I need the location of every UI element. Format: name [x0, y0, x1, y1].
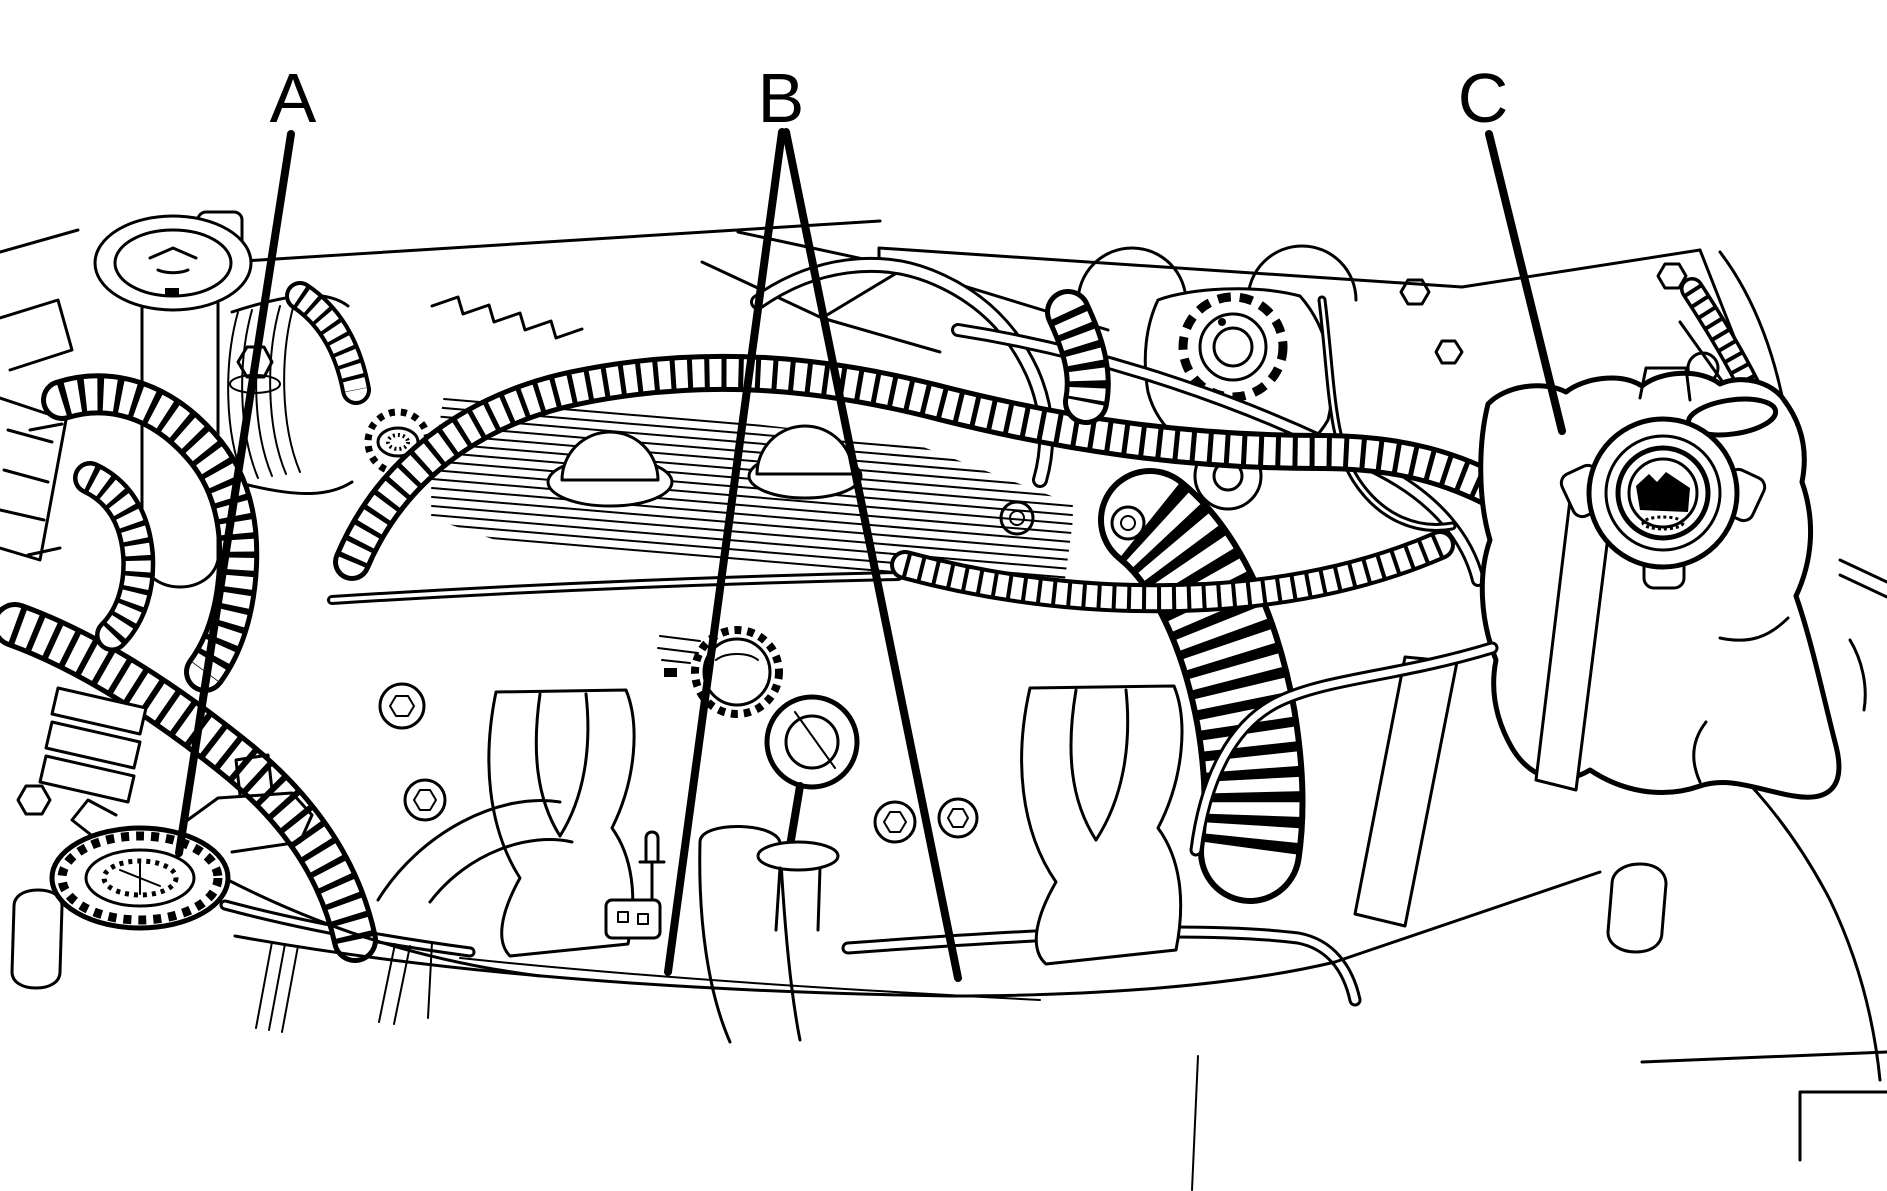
mount-screws — [378, 682, 979, 844]
engine-mount-bracket-left — [487, 688, 636, 958]
cap-to-frame-line — [226, 878, 542, 978]
bracket-screws — [999, 500, 1146, 541]
conduit-elbow-boot — [1045, 289, 1111, 425]
top-hex-bolts — [1399, 278, 1464, 365]
bumper-cylinders — [10, 862, 1668, 990]
washer-symbol-icon — [148, 246, 198, 275]
callout-b: B — [664, 59, 962, 982]
conduit-stub — [285, 281, 371, 405]
leader-line — [1485, 130, 1566, 435]
coolant-reservoir-cap — [1559, 366, 1767, 590]
wiring-conduit-main — [333, 353, 1527, 581]
corrugated-strip-right — [1680, 277, 1762, 400]
air-intake-duct — [1098, 468, 1306, 904]
spark-plug-towers — [546, 424, 863, 508]
cover-tabs — [430, 295, 584, 340]
leader-line — [175, 130, 295, 857]
left-relay-bracket — [0, 396, 68, 562]
connector-box — [604, 830, 666, 940]
leader-line — [664, 128, 786, 976]
reservoir-hose — [1189, 641, 1499, 857]
radiator-cap — [49, 825, 231, 931]
oil-fill-cap — [657, 626, 783, 718]
hex-bolt-icon — [1656, 262, 1688, 290]
hex-nut-icon — [16, 784, 52, 816]
callout-a: A — [175, 59, 317, 857]
push-pin-icon — [638, 830, 666, 900]
callout-a-label: A — [270, 59, 317, 137]
engine-mount-bracket-right — [1020, 684, 1184, 966]
coolant-symbol-icon — [1636, 472, 1690, 512]
support-posts — [255, 941, 1199, 1191]
brake-fluid-cap — [1198, 312, 1268, 382]
callout-c: C — [1458, 59, 1566, 435]
fuel-rail-pipes — [327, 571, 903, 605]
dipstick-handle — [756, 694, 860, 932]
connector-stack — [38, 686, 148, 804]
left-harness-conduits — [0, 373, 378, 963]
callout-b-label: B — [758, 59, 805, 137]
front-frame-rail — [233, 870, 1887, 1162]
radiator-cap-bracket — [16, 753, 314, 854]
washer-reservoir-cap — [93, 214, 253, 312]
leader-line — [782, 128, 962, 982]
callout-c-label: C — [1458, 59, 1509, 137]
wiring-conduit-lower — [890, 530, 1455, 614]
intake-runners — [376, 799, 802, 1044]
